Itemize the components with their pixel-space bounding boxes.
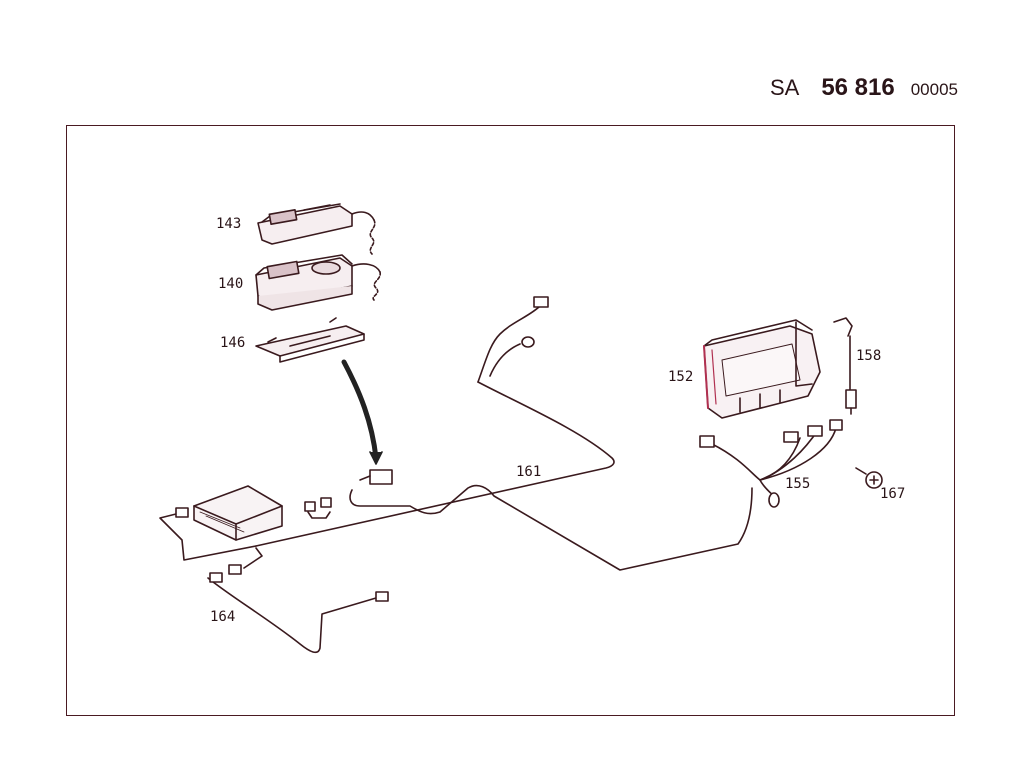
drawing-code-suffix: 00005	[910, 80, 958, 99]
label-155: 155	[785, 476, 810, 492]
extension-cable-164[interactable]	[207, 547, 389, 654]
label-152: 152	[668, 369, 693, 385]
control-box[interactable]	[193, 485, 283, 541]
antenna-cable-158[interactable]	[833, 317, 857, 415]
connector-cable-155[interactable]	[699, 419, 843, 508]
drawing-code: SA 56 816 00005	[770, 74, 958, 102]
bracket-152[interactable]	[703, 319, 821, 419]
label-140: 140	[218, 276, 243, 292]
handset-143[interactable]	[257, 203, 376, 255]
handset-140[interactable]	[255, 254, 381, 311]
label-164: 164	[210, 609, 235, 625]
label-143: 143	[216, 216, 241, 232]
assembly-arrow	[341, 359, 379, 461]
cradle-plate-146[interactable]	[255, 317, 365, 363]
harness-161[interactable]	[159, 296, 753, 571]
drawing-code-number: 56 816	[821, 74, 895, 101]
label-158: 158	[856, 348, 881, 364]
label-167: 167	[880, 486, 905, 502]
label-161: 161	[516, 464, 541, 480]
diagram-frame	[66, 125, 955, 716]
drawing-code-prefix: SA	[769, 75, 800, 100]
screw-167[interactable]	[855, 467, 883, 489]
label-146: 146	[220, 335, 245, 351]
